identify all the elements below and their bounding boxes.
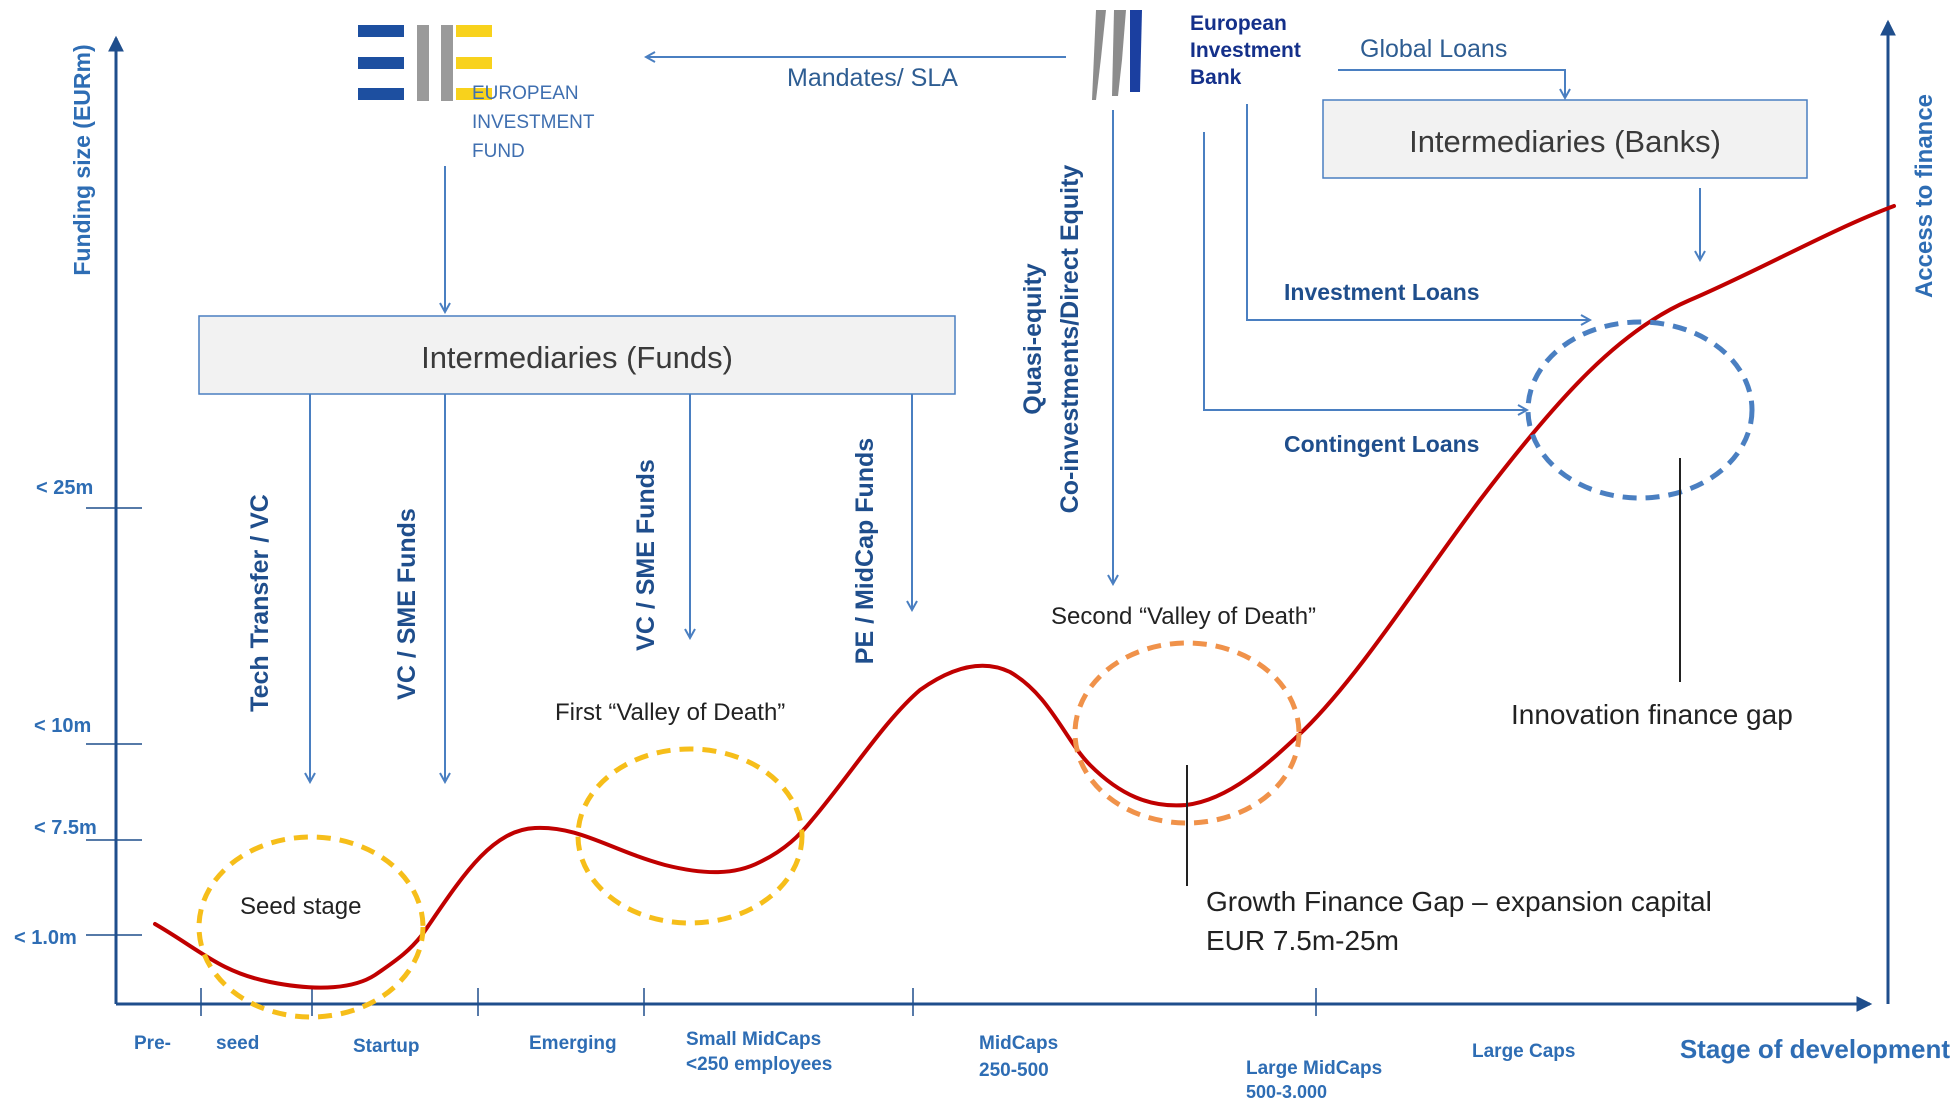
stage-midcaps-size: 250-500: [979, 1060, 1049, 1081]
vc-sme-label-1: VC / SME Funds: [393, 508, 421, 700]
eif-name-line3: FUND: [472, 141, 525, 162]
x-axis-title: Stage of development: [1680, 1034, 1950, 1064]
eif-name-line1: EUROPEAN: [472, 83, 579, 104]
ytick-label-25m: < 25m: [36, 477, 93, 499]
vc-sme-label-2: VC / SME Funds: [632, 459, 660, 651]
seed-stage-label: Seed stage: [240, 893, 361, 920]
eib-name-line2: Investment: [1190, 39, 1301, 62]
global-loans-label: Global Loans: [1360, 35, 1507, 63]
eib-name-line3: Bank: [1190, 66, 1242, 89]
eib-logo-stroke: [1130, 10, 1142, 92]
second-valley-ellipse: [1072, 640, 1302, 826]
investment-loans-label: Investment Loans: [1284, 279, 1480, 305]
stage-emerging: Emerging: [529, 1033, 617, 1054]
eif-logo-bar: [358, 88, 404, 100]
eib-logo-stroke: [1112, 10, 1126, 96]
eif-logo-bar: [358, 57, 404, 69]
eib-logo: European Investment Bank: [1092, 10, 1301, 100]
co-investments-label: Co-investments/Direct Equity: [1056, 165, 1084, 514]
investment-loans-arrow: [1246, 104, 1590, 320]
stage-startup: Startup: [353, 1036, 420, 1057]
right-axis-title: Access to finance: [1911, 94, 1938, 298]
first-valley-ellipse: [575, 746, 805, 926]
contingent-loans-label: Contingent Loans: [1284, 431, 1479, 457]
ytick-label-10m: < 10m: [34, 715, 91, 737]
tech-transfer-label: Tech Transfer / VC: [246, 494, 274, 712]
banks-box: [1322, 99, 1808, 179]
first-valley-label: First “Valley of Death”: [555, 699, 785, 726]
stage-small-midcaps-size: <250 employees: [686, 1054, 832, 1075]
eif-logo: EUROPEAN INVESTMENT FUND: [358, 25, 595, 162]
second-valley-label: Second “Valley of Death”: [1051, 603, 1316, 630]
y-axis-title: Funding size (EURm): [69, 44, 95, 275]
growth-gap-label-2: EUR 7.5m-25m: [1206, 925, 1399, 956]
stage-small-midcaps: Small MidCaps: [686, 1029, 821, 1050]
eif-logo-bar: [456, 88, 492, 100]
ytick-label-7-5m: < 7.5m: [34, 817, 97, 839]
stage-midcaps: MidCaps: [979, 1033, 1058, 1054]
eif-logo-bar: [456, 57, 492, 69]
contingent-loans-arrow: [1203, 132, 1527, 410]
stage-large-caps: Large Caps: [1472, 1041, 1575, 1062]
funds-box: [198, 315, 956, 395]
pe-midcap-label: PE / MidCap Funds: [851, 438, 879, 664]
mandates-label: Mandates/ SLA: [787, 64, 958, 92]
eif-logo-bar: [358, 25, 404, 37]
quasi-equity-label: Quasi-equity: [1019, 263, 1047, 415]
funds-box-label: Intermediaries (Funds): [421, 340, 733, 375]
eib-name-line1: European: [1190, 12, 1287, 35]
growth-gap-label-1: Growth Finance Gap – expansion capital: [1206, 886, 1712, 917]
eif-logo-bar: [417, 25, 429, 101]
innovation-gap-label: Innovation finance gap: [1511, 699, 1793, 730]
eif-logo-bar: [441, 25, 453, 101]
banks-box-label: Intermediaries (Banks): [1409, 124, 1721, 159]
eib-logo-stroke: [1092, 10, 1106, 100]
eif-logo-bar: [456, 25, 492, 37]
stage-large-midcaps: Large MidCaps: [1246, 1058, 1382, 1079]
x-axis-ticks: [200, 988, 1317, 1016]
ytick-label-1m: < 1.0m: [14, 927, 77, 949]
innovation-gap-ellipse: [1525, 319, 1755, 501]
stage-seed: seed: [216, 1033, 259, 1054]
stage-pre: Pre-: [134, 1033, 171, 1054]
global-loans-arrow: [1338, 69, 1565, 98]
stage-large-midcaps-size: 500-3,000: [1246, 1082, 1327, 1098]
seed-stage-ellipse: [196, 834, 426, 1020]
eif-name-line2: INVESTMENT: [472, 112, 595, 133]
